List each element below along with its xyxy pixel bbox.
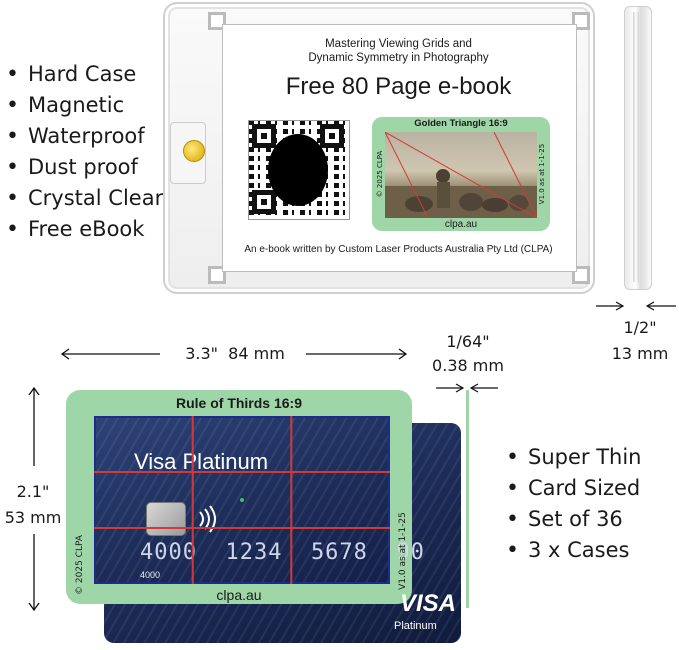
case-thickness-mm: 13 mm <box>611 344 669 363</box>
feature-item: Super Thin <box>506 442 641 473</box>
grid-window <box>94 416 390 584</box>
width-arrow <box>60 348 408 360</box>
feature-item: Free eBook <box>6 214 163 245</box>
grid-card-url: clpa.au <box>216 587 262 603</box>
feature-item: Card Sized <box>506 473 641 504</box>
width-label: 3.3" 84 mm <box>185 344 285 363</box>
thumbnail-copyright: © 2025 CLPA <box>376 150 384 198</box>
grid-card-copyright: © 2025 CLPA <box>75 535 85 595</box>
feature-item: 3 x Cases <box>506 535 641 566</box>
thumbnail-version: V1.0 as at 1-1-25 <box>538 143 546 205</box>
feature-item: Magnetic <box>6 90 163 121</box>
case-thickness-arrows <box>596 301 676 311</box>
qr-finder-icon <box>252 190 276 214</box>
thumbnail-url: clpa.au <box>444 219 478 230</box>
insert-subtitle-2: Dynamic Symmetry in Photography <box>308 52 489 64</box>
feature-item: Dust proof <box>6 152 163 183</box>
rule-of-thirds-grid <box>94 416 390 584</box>
visa-logo: VISA <box>400 590 457 617</box>
chip-icon <box>146 502 186 536</box>
card-thickness-mm: 0.38 mm <box>432 356 504 375</box>
feature-item: Waterproof <box>6 121 163 152</box>
case-side-slot <box>633 12 639 282</box>
grid-card-title: Rule of Thirds 16:9 <box>175 395 303 411</box>
case-corner <box>208 266 226 284</box>
card-side-profile <box>466 390 469 608</box>
feature-item: Hard Case <box>6 59 163 90</box>
visa-tier: Platinum <box>394 620 437 632</box>
case-thickness-inches: 1/2" <box>623 318 657 337</box>
feature-list-top: Hard Case Magnetic Waterproof Dust proof… <box>6 59 163 245</box>
card-number: 4000 1234 5678 90 <box>140 540 425 565</box>
thumbnail-title: Golden Triangle 16:9 <box>414 118 508 129</box>
card-thickness-inches: 1/64" <box>446 332 490 351</box>
magnet-icon <box>183 140 205 162</box>
height-arrow <box>28 386 40 612</box>
insert-headline: Free 80 Page e-book <box>285 73 512 100</box>
insert-subtitle-1: Mastering Viewing Grids and <box>325 38 472 50</box>
height-inches: 2.1" <box>16 482 50 501</box>
feature-item: Set of 36 <box>506 504 641 535</box>
soldiers-photo <box>385 132 537 218</box>
feature-item: Crystal Clear <box>6 183 163 214</box>
insert-footer: An e-book written by Custom Laser Produc… <box>244 244 553 255</box>
qr-finder-icon <box>320 124 344 148</box>
card-thickness-arrows <box>436 383 498 393</box>
feature-list-bottom: Super Thin Card Sized Set of 36 3 x Case… <box>506 442 641 566</box>
height-mm: 53 mm <box>4 508 62 527</box>
case-corner <box>208 12 226 30</box>
qr-finder-icon <box>252 124 276 148</box>
card-small-number: 4000 <box>140 570 161 580</box>
visa-brand-line: Visa Platinum <box>134 449 269 474</box>
qr-redaction <box>268 134 328 206</box>
